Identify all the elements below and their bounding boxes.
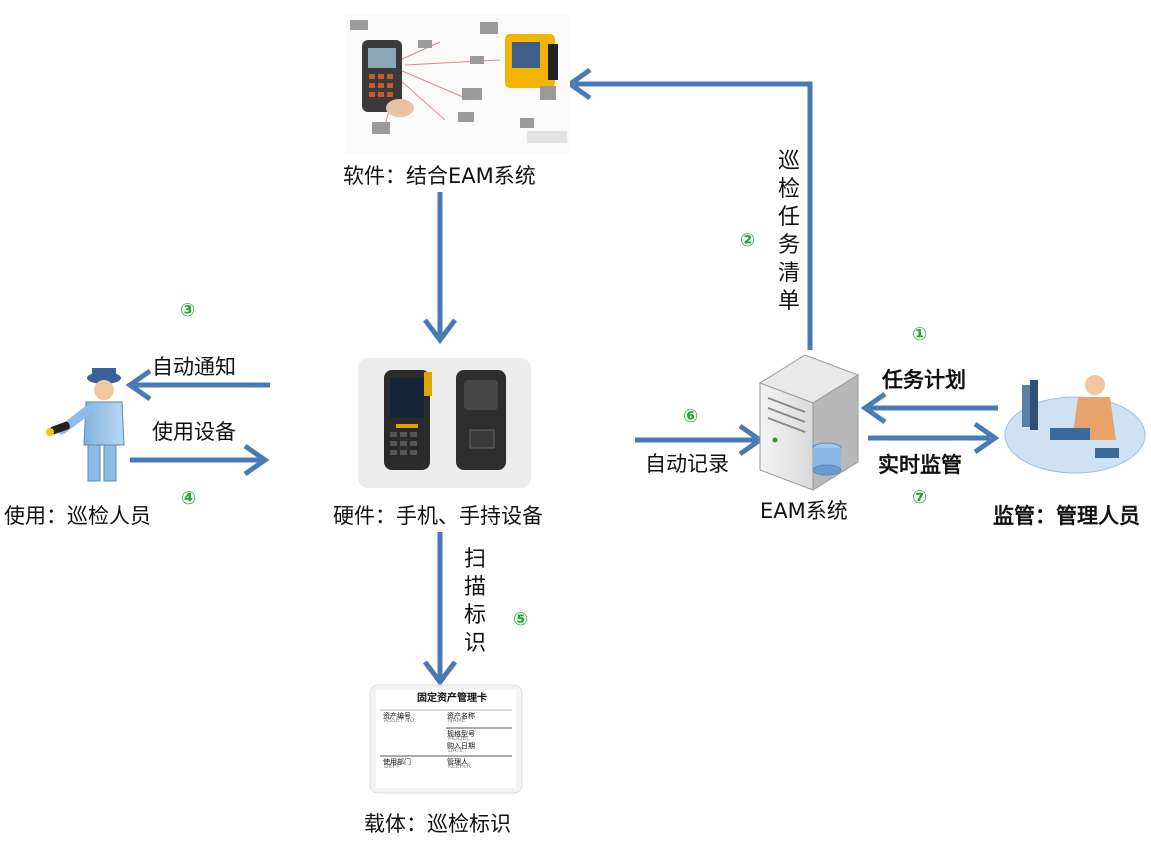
hardware-label: 硬件：手机、手持设备	[333, 504, 543, 528]
arrow-notify-to-user	[125, 368, 270, 402]
arrow-software-to-hardware	[423, 192, 457, 345]
software-label: 软件：结合EAM系统	[343, 164, 536, 188]
step-3-badge: ③	[180, 300, 196, 321]
user-label: 使用：巡检人员	[4, 504, 151, 528]
carrier-label: 载体：巡检标识	[364, 812, 511, 836]
software-devices-image	[345, 14, 570, 154]
card-field: 资产编号	[383, 712, 411, 720]
arrow-manager-to-eam	[860, 391, 998, 425]
arrow-hardware-to-carrier	[423, 532, 457, 687]
step-1-badge: ①	[912, 324, 928, 345]
server-icon	[758, 354, 860, 491]
card-field: 使用部门	[383, 758, 411, 766]
manager-desk-icon	[1004, 375, 1146, 474]
record-label: 自动记录	[645, 452, 729, 476]
manager-label: 监管：管理人员	[993, 504, 1140, 528]
card-field: 购入日期	[447, 742, 475, 750]
card-field: 资产名称	[447, 712, 475, 720]
notify-label: 自动通知	[152, 355, 236, 379]
arrow-record-to-eam	[635, 423, 765, 457]
step-6-badge: ⑥	[683, 406, 699, 427]
step-4-badge: ④	[181, 488, 197, 509]
step-2-badge: ②	[740, 230, 756, 251]
card-field: 规格型号	[447, 730, 475, 738]
card-field: 管理人	[447, 758, 468, 766]
svg-text:NAME: NAME	[448, 717, 466, 724]
asset-card: ASSET NO. NAME MODEL DATE DEPT KEEPER	[369, 684, 523, 794]
eam-label: EAM系统	[760, 499, 848, 523]
arrow-eam-to-manager	[868, 421, 1000, 455]
patrol-person-icon	[46, 368, 125, 482]
task-list-label: 巡检任务清单	[777, 149, 800, 314]
arrow-eam-to-software	[565, 67, 813, 350]
svg-text:ASSET NO.: ASSET NO.	[384, 717, 416, 724]
scan-label: 扫描标识	[463, 547, 486, 656]
step-5-badge: ⑤	[513, 609, 529, 630]
arrow-user-to-hardware	[130, 443, 270, 477]
monitor-label: 实时监管	[878, 453, 962, 477]
handheld-devices-image	[358, 358, 531, 488]
svg-text:MODEL: MODEL	[448, 735, 470, 742]
plan-label: 任务计划	[882, 368, 966, 392]
svg-text:DATE: DATE	[448, 747, 464, 754]
step-7-badge: ⑦	[912, 487, 928, 508]
card-title: 固定资产管理卡	[417, 693, 487, 704]
use-device-label: 使用设备	[152, 420, 236, 444]
svg-text:KEEPER: KEEPER	[448, 763, 471, 770]
svg-text:DEPT: DEPT	[384, 763, 400, 770]
